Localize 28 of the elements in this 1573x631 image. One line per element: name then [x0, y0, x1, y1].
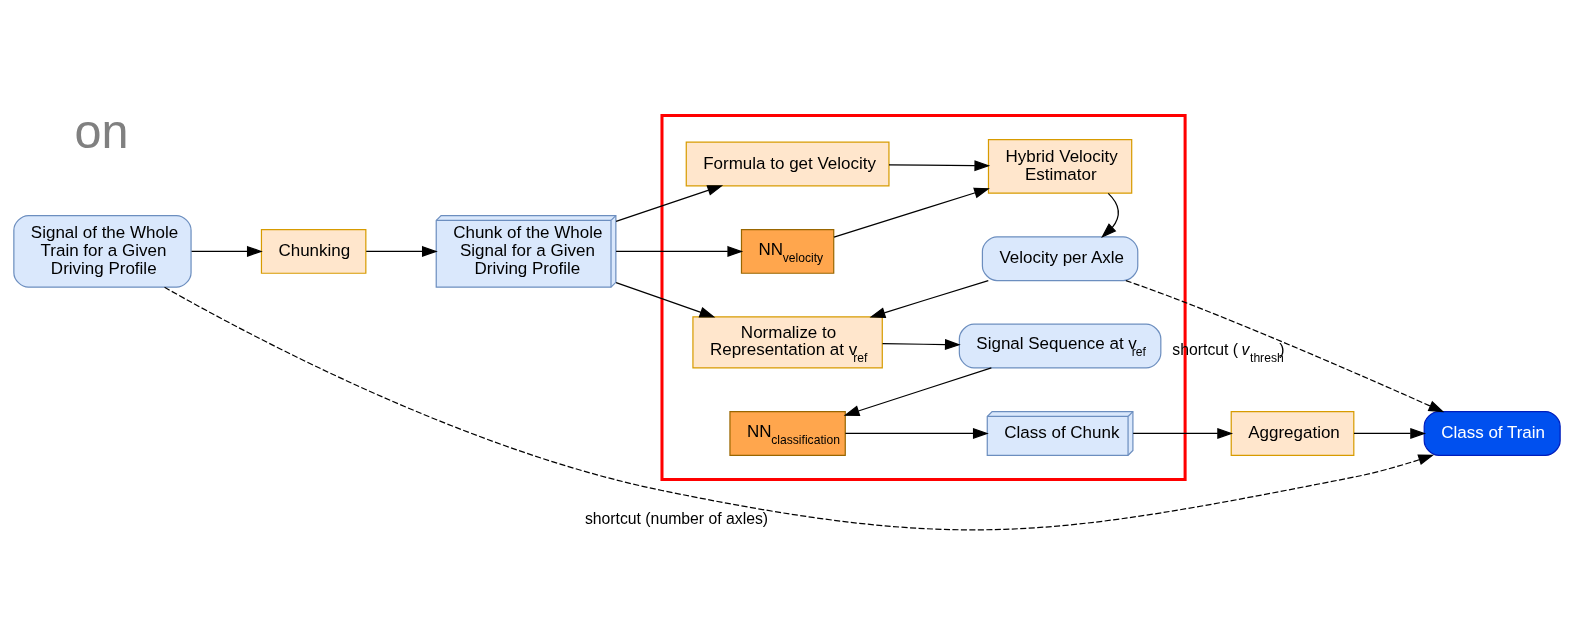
arrow [881, 339, 961, 351]
node-box: Formula to get Velocity [685, 141, 890, 187]
node-box: Aggregation [1230, 411, 1354, 456]
arrow [844, 427, 989, 439]
arrow [887, 160, 990, 172]
node-box: Hybrid Velocity Estimator [987, 139, 1132, 194]
arrow [614, 185, 723, 223]
node-box: Velocity per Axle [981, 236, 1138, 282]
arrow [614, 282, 715, 318]
node-box: NN$_{velocity}$ [740, 228, 834, 274]
node-box: Signal of the Whole Train for a Given Driving Profile [12, 215, 192, 288]
node-box: Normalize to Representation at v$_{ref}$ [691, 316, 883, 369]
arrow [869, 279, 989, 318]
node-box: NN$_{classification}$ [728, 411, 846, 456]
arrow [1352, 427, 1426, 439]
label: on [74, 104, 129, 159]
arrow [843, 367, 992, 417]
arrow [163, 286, 1434, 531]
arrow [614, 245, 743, 257]
arrow [190, 245, 263, 257]
arrow [1124, 279, 1444, 413]
arrow [832, 187, 990, 238]
arrow [1132, 427, 1233, 439]
arrow [1100, 192, 1119, 238]
node-box: Chunking [260, 228, 366, 274]
arrow [365, 245, 438, 257]
edge-label: shortcut (number of axles) [584, 510, 768, 528]
node-box: Class of Train [1423, 411, 1561, 456]
